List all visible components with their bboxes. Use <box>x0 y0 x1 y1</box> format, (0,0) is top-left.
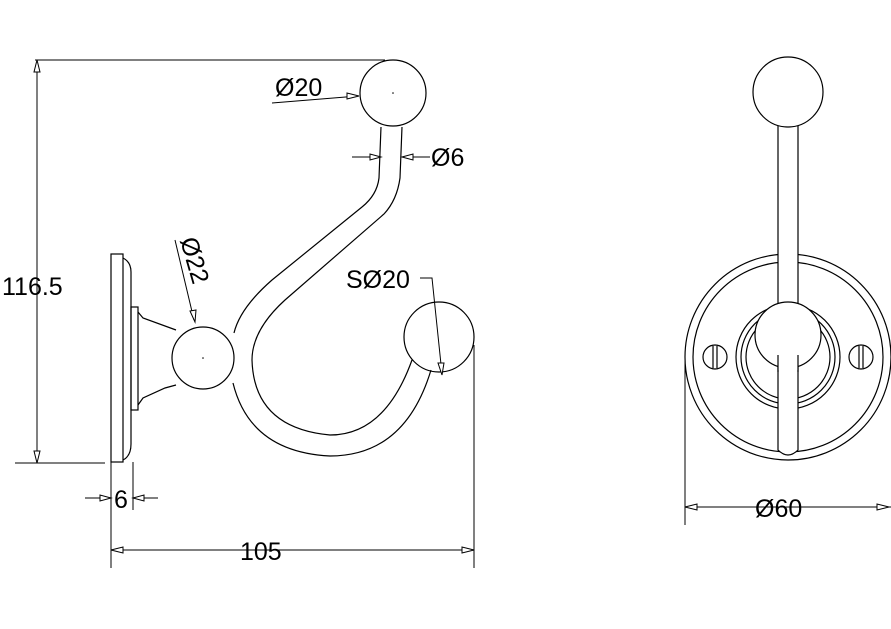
wall-plate <box>110 253 124 463</box>
front-top-ball <box>752 56 824 128</box>
lower-ball <box>403 301 475 373</box>
height-label: 116.5 <box>2 273 63 301</box>
base-ball <box>171 326 235 390</box>
base-ball-center <box>202 357 204 359</box>
base-cone <box>137 311 177 406</box>
side-view <box>110 59 475 463</box>
top-ball-center <box>392 92 394 94</box>
base-ball-label: Ø22 <box>174 234 214 287</box>
plate-step <box>122 257 132 461</box>
top-ball <box>359 59 427 127</box>
screw-icon <box>848 344 874 370</box>
rosette-label: Ø60 <box>755 495 802 523</box>
stem-label: Ø6 <box>431 144 464 172</box>
front-view <box>684 56 891 461</box>
front-lower-stem <box>777 359 799 456</box>
plate-thickness-label: 6 <box>114 486 128 514</box>
front-center-ball <box>754 301 822 369</box>
hook-inner <box>251 126 413 436</box>
front-stem-mask <box>778 360 798 370</box>
hook-outer-upper <box>233 126 382 334</box>
top-ball-label: Ø20 <box>275 74 322 102</box>
projection-label: 105 <box>240 538 282 566</box>
hook-outer-lower <box>232 369 432 457</box>
screw-icon <box>702 344 728 370</box>
base-ring <box>130 306 139 411</box>
dimension-lines <box>15 59 891 568</box>
lower-ball-label: SØ20 <box>346 266 410 294</box>
